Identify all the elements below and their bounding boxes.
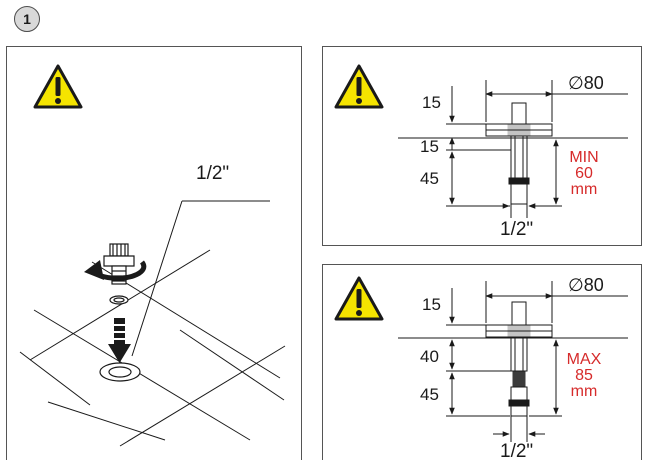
pipe-size-label: 1/2" (500, 219, 534, 240)
min-dimension-panel (322, 46, 642, 246)
max-section-drawing (398, 281, 628, 442)
max-limit-label: MAX 85 mm (564, 352, 604, 400)
diameter-label: ∅80 (568, 276, 604, 294)
pipe-size-label: 1/2" (500, 441, 534, 462)
dim-top-label: 15 (422, 93, 441, 112)
limit-value: 60 (575, 165, 593, 182)
size-leader-line (131, 200, 270, 357)
limit-word: MAX (566, 351, 602, 368)
min-limit-label: MIN 60 mm (564, 150, 604, 198)
pipe-size-label: 1/2" (196, 163, 230, 184)
installation-panel (6, 46, 302, 460)
limit-value: 85 (575, 367, 593, 384)
floor-tile-grid (19, 249, 286, 447)
warning-triangle-icon (334, 64, 384, 109)
floor-drain-hole (99, 362, 141, 382)
warning-triangle-icon (33, 64, 83, 109)
dim-top-label: 15 (422, 295, 441, 314)
warning-triangle-icon (334, 276, 384, 321)
step-number-badge: 1 (14, 6, 40, 32)
dim-bottom-label: 45 (420, 169, 439, 188)
diameter-value: 80 (583, 73, 604, 93)
diameter-label: ∅80 (568, 74, 604, 92)
min-section-drawing (398, 80, 628, 218)
rotate-arrow-icon (84, 260, 147, 281)
limit-unit: mm (570, 383, 598, 400)
dim-middle-label: 40 (420, 347, 439, 366)
dim-bottom-label: 45 (420, 385, 439, 404)
o-ring (109, 295, 129, 305)
insert-arrow-icon (108, 318, 131, 363)
diameter-symbol: ∅ (568, 73, 584, 93)
diameter-symbol: ∅ (568, 275, 584, 295)
limit-word: MIN (569, 149, 599, 166)
dim-middle-label: 15 (420, 137, 439, 156)
max-dimension-panel (322, 264, 642, 460)
diameter-value: 80 (583, 275, 604, 295)
limit-unit: mm (570, 181, 598, 198)
